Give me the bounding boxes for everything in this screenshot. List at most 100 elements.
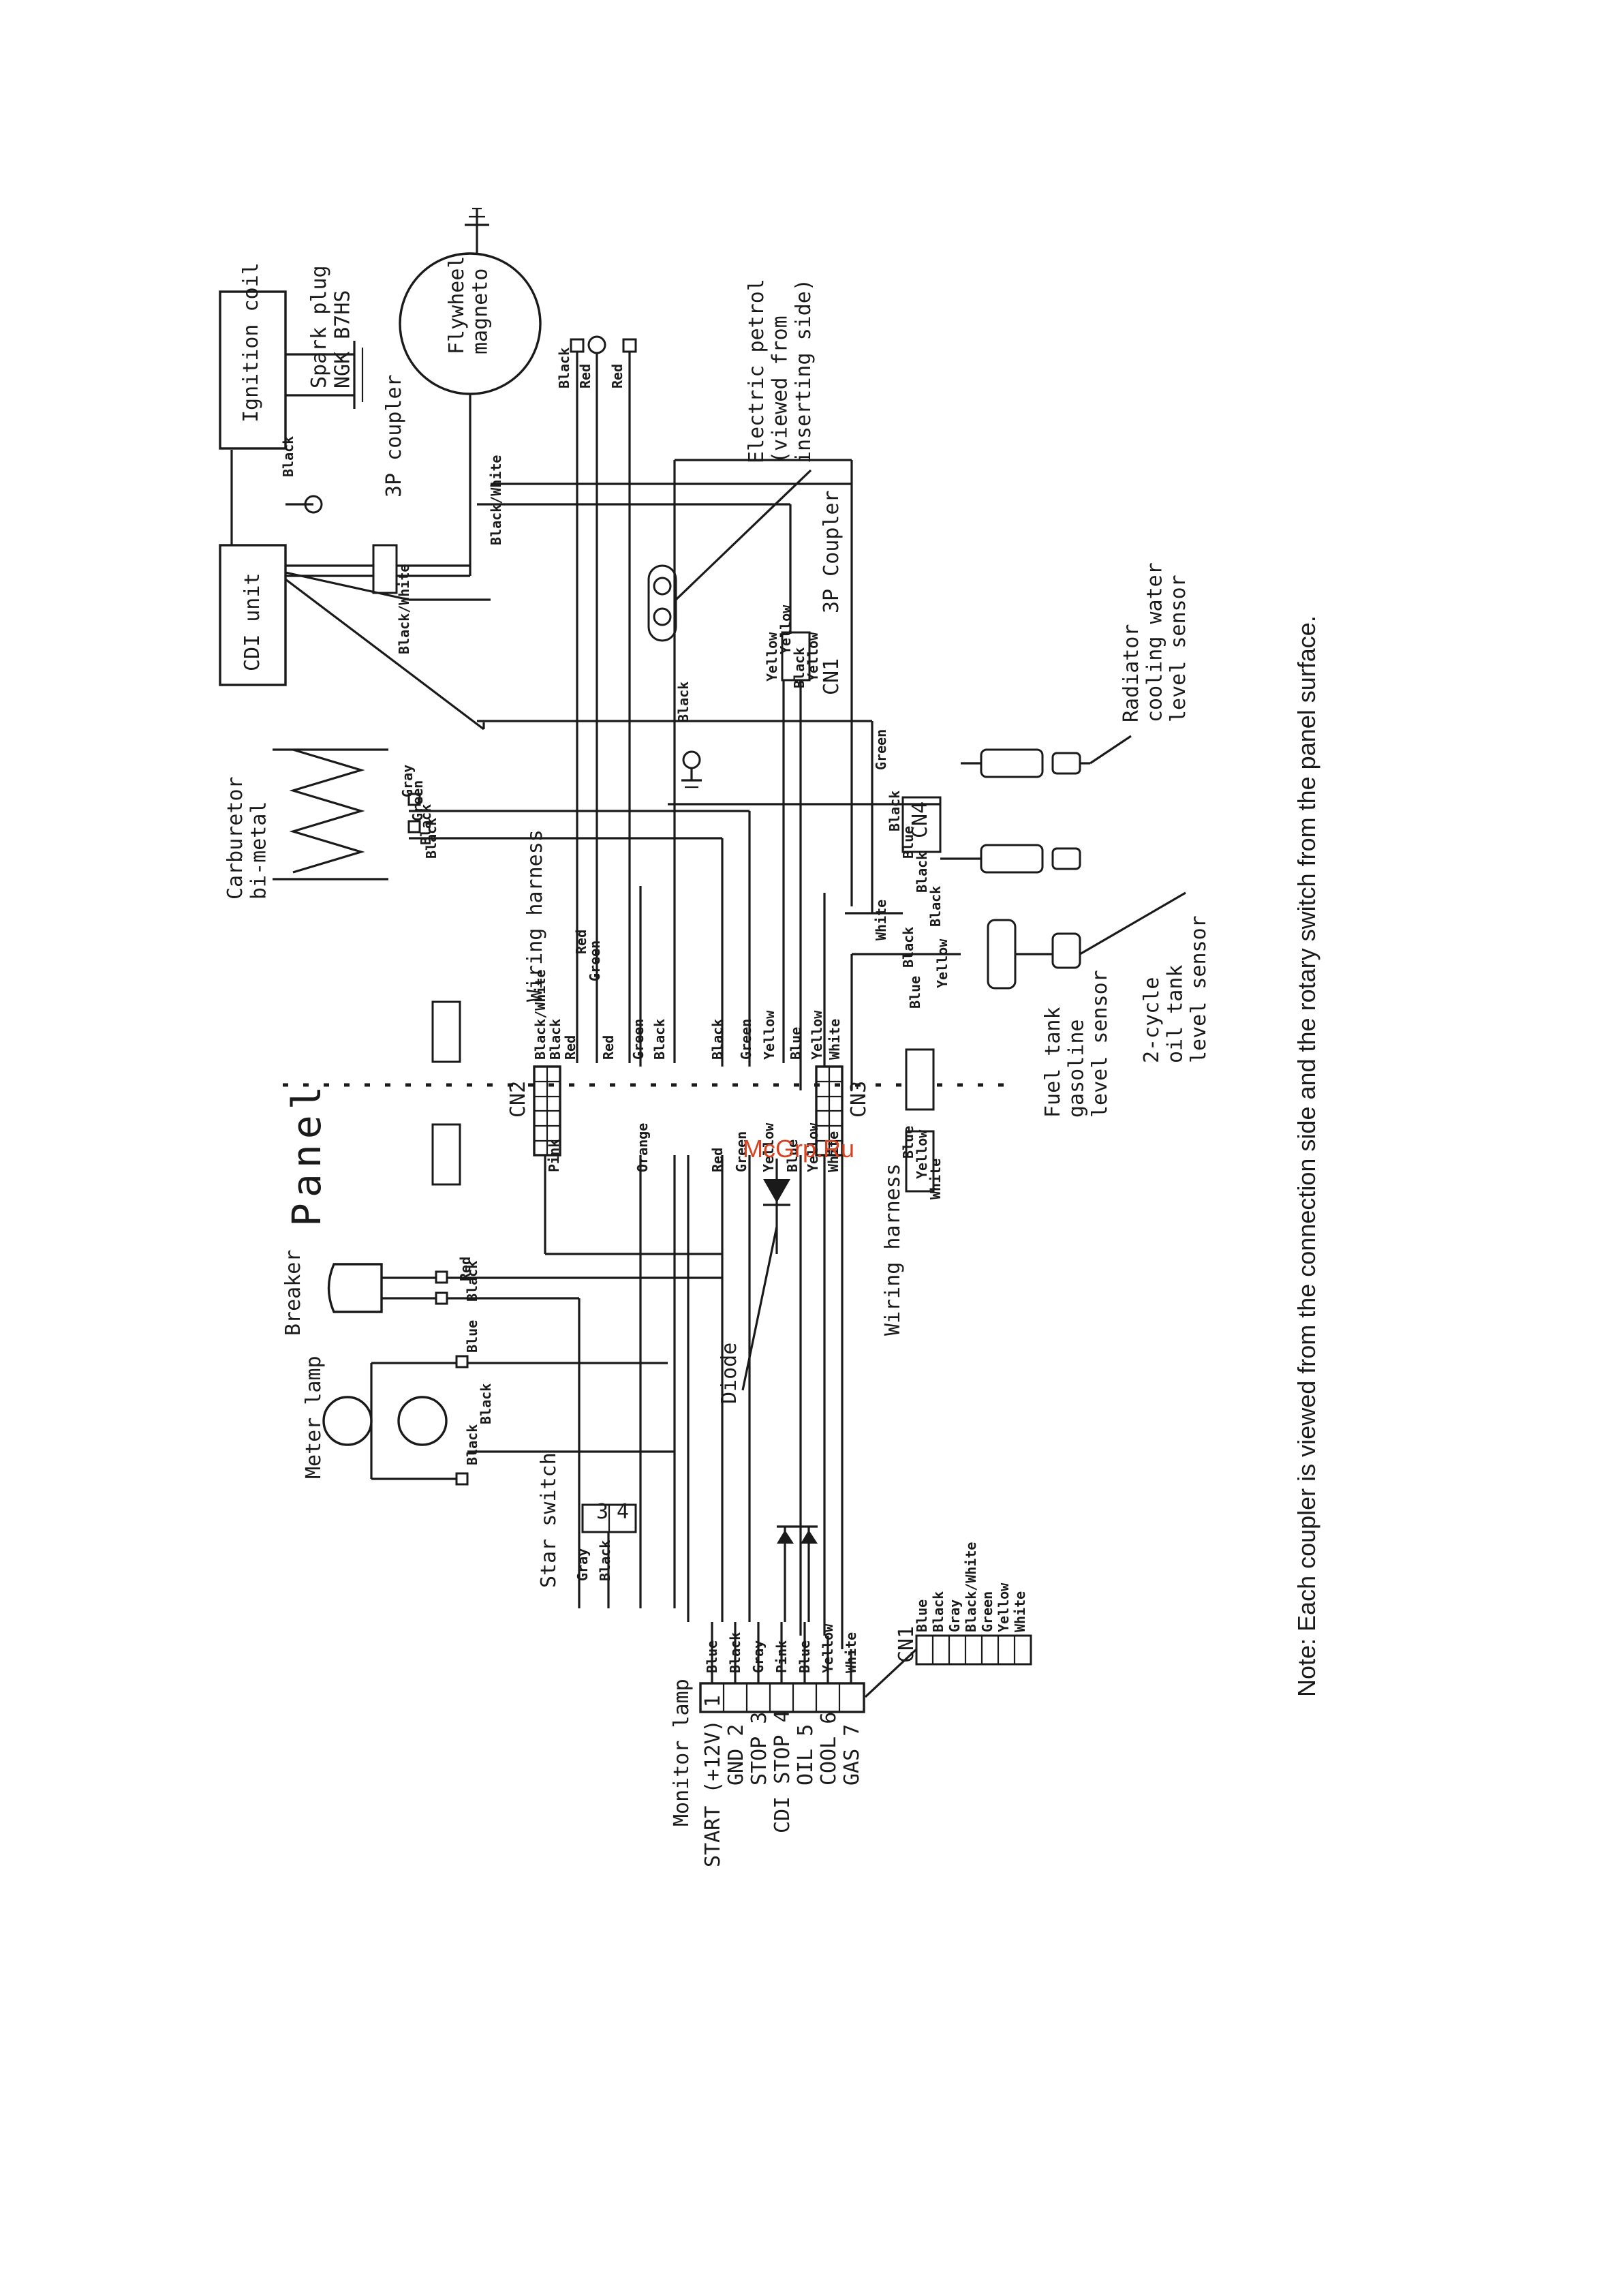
radiator-sensor-label: Radiatorcooling waterlevel sensor <box>1119 562 1190 722</box>
cn3-legend <box>905 1048 935 1193</box>
wire-color-label: Black/White <box>488 455 504 545</box>
wire-color-label: Black <box>914 852 930 893</box>
cn2-connector <box>533 1065 561 1157</box>
harness-verticals <box>409 803 961 1090</box>
cn1-pin-6: COOL 6 <box>817 1712 841 1786</box>
cn2-wire-6: Black <box>651 1019 668 1060</box>
wire-color-label: Red <box>709 1148 726 1172</box>
cn3-wire-2: Green <box>738 1019 754 1060</box>
carburetor-bimetal-label: Carburetorbi-metal <box>223 776 271 900</box>
wire-color-label: Orange <box>634 1123 651 1172</box>
cn1-pin-1: START (+12V) 1 <box>701 1695 725 1867</box>
wire-color-label: Black <box>900 927 916 968</box>
top-wire-label-2: Red <box>577 364 593 388</box>
starter-wire-black: Black <box>597 1540 613 1581</box>
cn1-small-label: CN1 <box>820 658 844 695</box>
3p-coupler-b-label: 3P Coupler <box>820 490 844 613</box>
wire-color-label: Black <box>927 886 944 927</box>
top-wire-label-1: Black <box>556 348 572 388</box>
cn1-color-1: Blue <box>704 1640 720 1673</box>
wire-color-label: Red <box>457 1257 474 1281</box>
oil-tank-sensor-label: 2-cycleoil tanklevel sensor <box>1140 915 1211 1063</box>
diode-symbol <box>741 1159 790 1391</box>
spark-plug-leads <box>285 341 364 409</box>
cn1-legend-3: Gray <box>946 1599 963 1632</box>
breaker-label: Breaker <box>281 1250 305 1336</box>
cn2-wire-3: Red <box>562 1035 578 1060</box>
wire-color-label: Red <box>573 930 589 954</box>
spark-plug-label: Spark plugNGK B7HS <box>307 265 355 388</box>
wire-color-label: Black <box>423 818 439 859</box>
ignition-coil <box>219 290 287 450</box>
cn3-wire-4: Blue <box>788 1027 804 1060</box>
ignition-coil-label: Ignition coil <box>239 262 263 423</box>
note-text: Note: Each coupler is viewed from the co… <box>1293 615 1320 1697</box>
ground-symbol-top <box>465 207 489 245</box>
wire-color-label: Black <box>675 682 692 722</box>
cdi-wiring <box>230 394 491 731</box>
cn2-wire-1: Black/White <box>532 970 548 1060</box>
wire-color-label: Black <box>464 1424 480 1465</box>
wiring-harness-label-bottom: Wiring harness <box>881 1163 905 1336</box>
cn1-small-coupler <box>781 631 811 682</box>
cn1-color-3: Gray <box>750 1640 767 1673</box>
wire-color-label: Green <box>587 940 603 981</box>
top-harness-wires <box>477 459 874 1090</box>
starter-pin-4: 4 <box>617 1500 629 1524</box>
watermark: McGrp.Ru <box>743 1135 854 1163</box>
wire-color-label: Blue <box>907 976 923 1009</box>
wire-color-label: Black <box>791 647 807 688</box>
cn1-legend <box>864 1634 1032 1698</box>
cn1-color-2: Black <box>727 1632 743 1673</box>
wire-color-label: Blue <box>464 1320 480 1353</box>
wire-color-label: Black <box>280 436 296 477</box>
electric-petrol-label: Electric petrol(viewed frominserting sid… <box>745 279 816 463</box>
wire-color-label: Yellow <box>805 632 821 682</box>
wire-color-label: Blue <box>900 826 916 859</box>
wiring-harness-label-top: Wiring harness <box>523 829 547 1002</box>
starter-wire-gray: Gray <box>574 1548 591 1581</box>
cn3-wire-3: Yellow <box>761 1010 777 1060</box>
ground-symbol-mid <box>681 750 702 789</box>
wire-color-label: Black <box>418 804 434 845</box>
wire-color-label: Black <box>478 1383 494 1424</box>
cn1-color-5: Blue <box>797 1640 813 1673</box>
starter-switch-label: Star switch <box>537 1452 561 1588</box>
cn1-color-6: Yellow <box>820 1623 836 1673</box>
wire-color-label: White <box>927 1159 944 1199</box>
radiator-sensor <box>961 735 1132 778</box>
cdi-unit-label: CDI unit <box>241 573 264 672</box>
cn1-pin-4: CDI STOP 4 <box>771 1710 794 1833</box>
wire-color-label: Green <box>733 1131 749 1172</box>
top-wire-label-3: Red <box>609 364 625 388</box>
meter-lamp-label: Meter lamp <box>302 1356 326 1479</box>
wire-color-label: Yellow <box>934 938 950 988</box>
top-terminals <box>570 335 637 1063</box>
cn3-label: CN3 <box>847 1081 871 1118</box>
flywheel-magneto-label: Flywheelmagneto <box>445 256 493 355</box>
wire-color-label: Green <box>873 729 889 770</box>
cn2-legend <box>431 1000 461 1186</box>
starter-pin-3: 3 <box>596 1500 608 1524</box>
cn3-connector <box>815 1065 844 1157</box>
diode-pair <box>777 1525 818 1622</box>
cn4-coupler <box>901 796 942 853</box>
oil-tank-sensor <box>940 844 1186 990</box>
wire-color-label: Blue <box>900 1126 916 1159</box>
wire-color-label: Yellow <box>914 1129 930 1179</box>
cn3-wire-6: White <box>826 1019 843 1060</box>
diode-label: Diode <box>717 1343 741 1404</box>
wire-color-label: Yellow <box>805 1122 821 1172</box>
wire-color-label: Black <box>464 1261 480 1302</box>
meter-lamps <box>322 1355 469 1486</box>
wire-color-label: Black <box>886 791 903 831</box>
cn2-label: CN2 <box>506 1081 530 1118</box>
cn1-connector <box>699 1622 865 1713</box>
electric-petrol <box>647 469 812 642</box>
wire-color-label: Pink <box>546 1139 562 1172</box>
3p-coupler-label: 3P coupler <box>382 374 406 498</box>
fuel-tank-sensor-label: Fuel tankgasolinelevel sensor <box>1041 970 1112 1118</box>
cn2-wire-2: Black <box>547 1019 563 1060</box>
